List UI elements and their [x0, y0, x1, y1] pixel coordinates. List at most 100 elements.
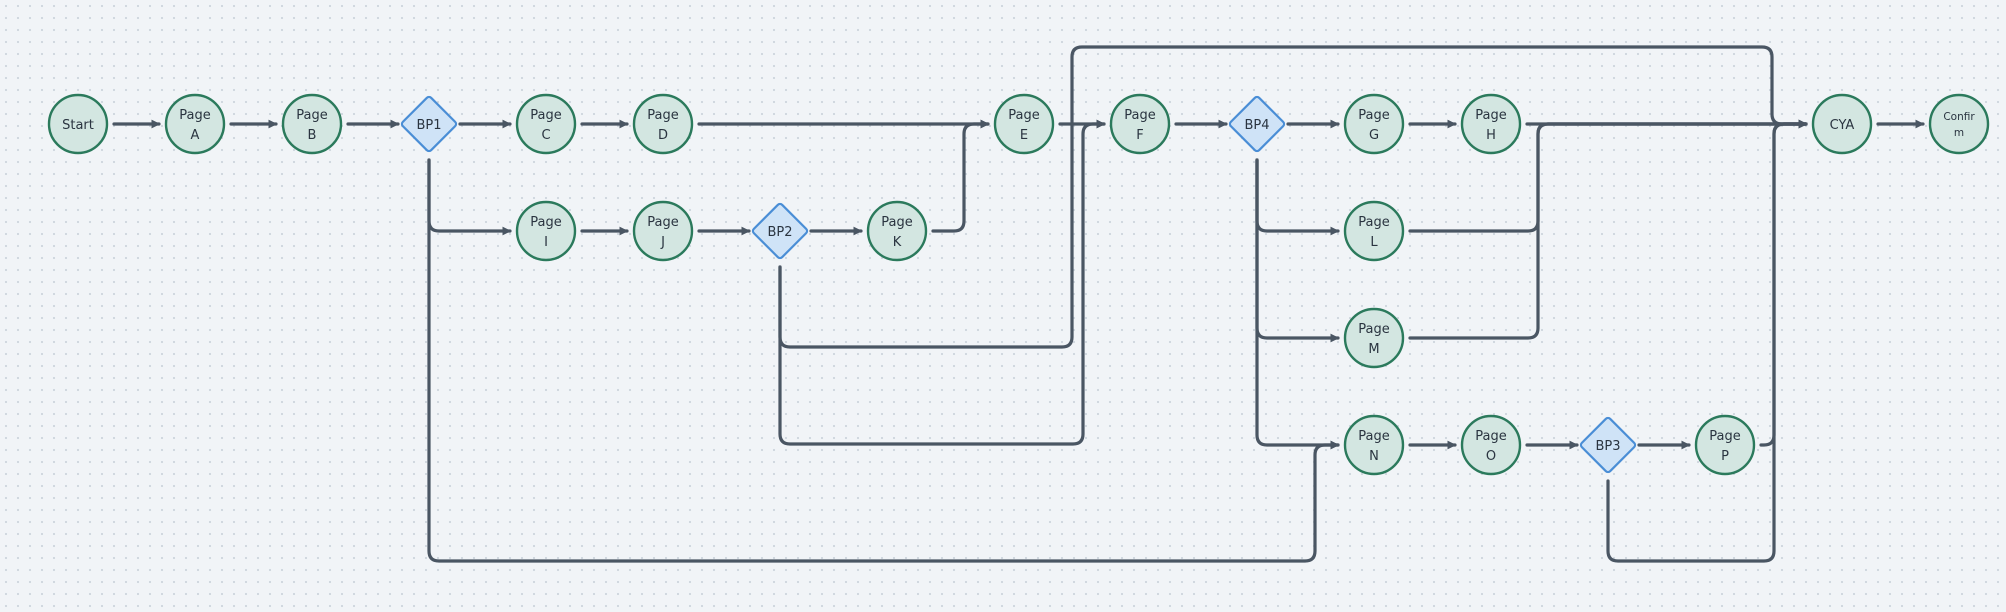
- node-confirm[interactable]: Confir m: [1928, 93, 1990, 155]
- edge-bp4-to-page-l: [1255, 158, 1340, 236]
- node-label: BP4: [1244, 118, 1269, 133]
- page-circle: [515, 93, 577, 155]
- edge-bp1-to-page-n: [427, 158, 1340, 563]
- node-label: Page: [1008, 108, 1039, 123]
- node-label: Page: [1358, 215, 1389, 230]
- page-circle: [1460, 414, 1522, 476]
- node-label: Page: [296, 108, 327, 123]
- edge-bp3-to-cya: [1606, 119, 1808, 563]
- page-circle: [632, 93, 694, 155]
- node-label: H: [1486, 128, 1496, 143]
- node-bp2[interactable]: BP2: [751, 202, 809, 260]
- page-circle: [1343, 200, 1405, 262]
- node-label: Page: [647, 108, 678, 123]
- page-circle: [164, 93, 226, 155]
- node-label: Page: [1475, 429, 1506, 444]
- node-bp1[interactable]: BP1: [400, 95, 458, 153]
- node-label: Page: [530, 215, 561, 230]
- edge-bp4-to-page-n: [1255, 158, 1340, 450]
- node-label: Page: [179, 108, 210, 123]
- page-circle: [1460, 93, 1522, 155]
- node-bp3[interactable]: BP3: [1579, 416, 1637, 474]
- node-label: E: [1020, 128, 1028, 143]
- node-label: K: [893, 235, 902, 250]
- node-label: BP3: [1595, 439, 1620, 454]
- branch-point-diamond: [1579, 416, 1637, 474]
- node-label: Page: [1358, 322, 1389, 337]
- node-label: m: [1954, 127, 1964, 139]
- page-circle: [1811, 93, 1873, 155]
- edge-page-k-to-page-e: [931, 119, 990, 233]
- page-circle: [281, 93, 343, 155]
- page-circle: [47, 93, 109, 155]
- page-circle: [1343, 414, 1405, 476]
- node-label: O: [1486, 449, 1496, 464]
- branch-point-diamond: [751, 202, 809, 260]
- node-label: Page: [647, 215, 678, 230]
- node-label: D: [658, 128, 668, 143]
- node-label: BP2: [767, 225, 792, 240]
- node-label: CYA: [1830, 118, 1855, 133]
- node-label: Page: [1475, 108, 1506, 123]
- page-circle: [1343, 93, 1405, 155]
- node-label: A: [191, 128, 200, 143]
- edge-page-p-to-cya: [1759, 119, 1808, 447]
- branch-point-diamond: [400, 95, 458, 153]
- node-start[interactable]: Start: [47, 93, 109, 155]
- page-circle: [1928, 93, 1990, 155]
- node-label: Page: [1358, 108, 1389, 123]
- node-label: L: [1370, 235, 1378, 250]
- edge-page-m-to-cya: [1408, 119, 1808, 340]
- page-circle: [1694, 414, 1756, 476]
- node-label: Page: [1709, 429, 1740, 444]
- node-label: Page: [1124, 108, 1155, 123]
- page-circle: [1343, 307, 1405, 369]
- edge-bp4-to-page-m: [1255, 158, 1340, 343]
- node-label: J: [660, 235, 665, 250]
- page-circle: [632, 200, 694, 262]
- node-label: Page: [881, 215, 912, 230]
- page-circle: [866, 200, 928, 262]
- page-circle: [515, 200, 577, 262]
- node-label: B: [308, 128, 317, 143]
- node-label: Start: [62, 118, 94, 133]
- node-bp4[interactable]: BP4: [1228, 95, 1286, 153]
- page-circle: [993, 93, 1055, 155]
- node-label: F: [1136, 128, 1143, 143]
- branch-point-diamond: [1228, 95, 1286, 153]
- node-label: G: [1369, 128, 1379, 143]
- page-circle: [1109, 93, 1171, 155]
- node-label: P: [1721, 449, 1729, 464]
- edge-bp1-to-page-i: [427, 158, 512, 236]
- node-label: Page: [1358, 429, 1389, 444]
- connector-layer: [112, 45, 1925, 563]
- edge-bp2-to-page-f: [778, 119, 1106, 446]
- node-label: BP1: [416, 118, 441, 133]
- node-cya[interactable]: CYA: [1811, 93, 1873, 155]
- edge-bp2-to-cya: [778, 45, 1808, 349]
- node-label: N: [1369, 449, 1379, 464]
- node-layer: StartPageAPageBBP1PageCPageDPageEPageFBP…: [47, 93, 1990, 476]
- node-label: Confir: [1943, 111, 1975, 123]
- node-label: I: [544, 235, 548, 250]
- node-label: C: [541, 128, 550, 143]
- node-label: Page: [530, 108, 561, 123]
- node-label: M: [1368, 342, 1379, 357]
